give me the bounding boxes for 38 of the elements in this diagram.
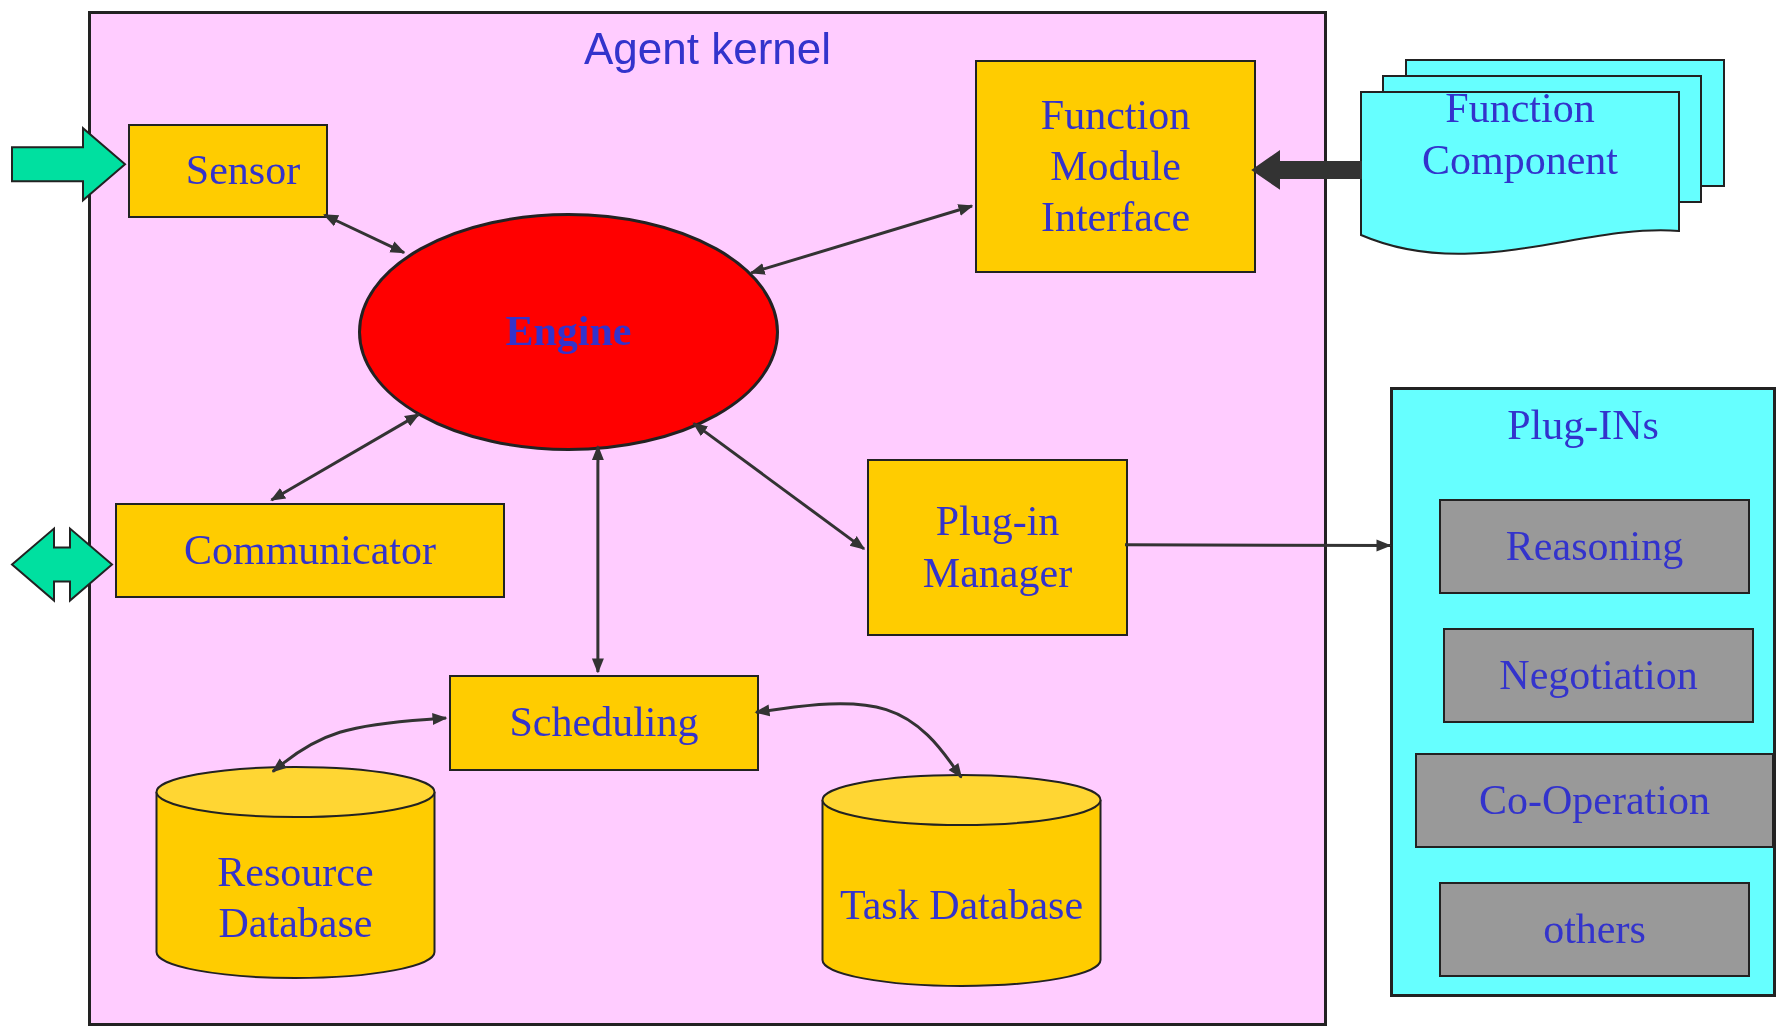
- node-label: Function Module Interface: [1039, 90, 1192, 243]
- node-label: Engine: [505, 307, 632, 357]
- node-label: Reasoning: [1505, 521, 1684, 571]
- node-label: Plug-in Manager: [921, 497, 1074, 598]
- kernel-panel: [88, 11, 1327, 1026]
- module-box: [1415, 753, 1774, 848]
- arrow: [749, 204, 974, 275]
- node-label: Scheduling: [509, 698, 699, 748]
- block-arrow: [1251, 150, 1362, 190]
- node-label: Sensor: [185, 146, 301, 196]
- process-box: [115, 503, 505, 598]
- panel-title: Plug-INs: [1507, 402, 1659, 448]
- process-box: [975, 60, 1256, 273]
- module-box: [1439, 499, 1750, 594]
- panel-title: Agent kernel: [583, 24, 832, 73]
- module-box: [1439, 882, 1750, 977]
- arrow: [692, 422, 866, 551]
- process-box: [128, 124, 328, 218]
- node-label: Negotiation: [1499, 650, 1698, 700]
- engine-ellipse: [358, 213, 779, 451]
- arrow: [754, 702, 963, 779]
- process-box: [449, 675, 759, 771]
- node-label: others: [1543, 904, 1646, 954]
- module-box: [1443, 628, 1754, 723]
- process-box: [867, 459, 1128, 636]
- arrow: [270, 413, 421, 502]
- plugins-panel: [1390, 387, 1776, 997]
- node-label: Task Database: [839, 881, 1084, 931]
- arrow: [591, 445, 604, 674]
- node-label: Communicator: [184, 525, 436, 575]
- node-label: Function Component: [1421, 84, 1619, 185]
- block-arrow: [11, 126, 127, 203]
- block-arrow: [10, 526, 114, 603]
- node-label: Co-Operation: [1479, 775, 1710, 825]
- arrow: [271, 713, 448, 773]
- arrow: [323, 213, 406, 254]
- arrow: [1125, 539, 1392, 552]
- node-label: Resource Database: [216, 847, 375, 948]
